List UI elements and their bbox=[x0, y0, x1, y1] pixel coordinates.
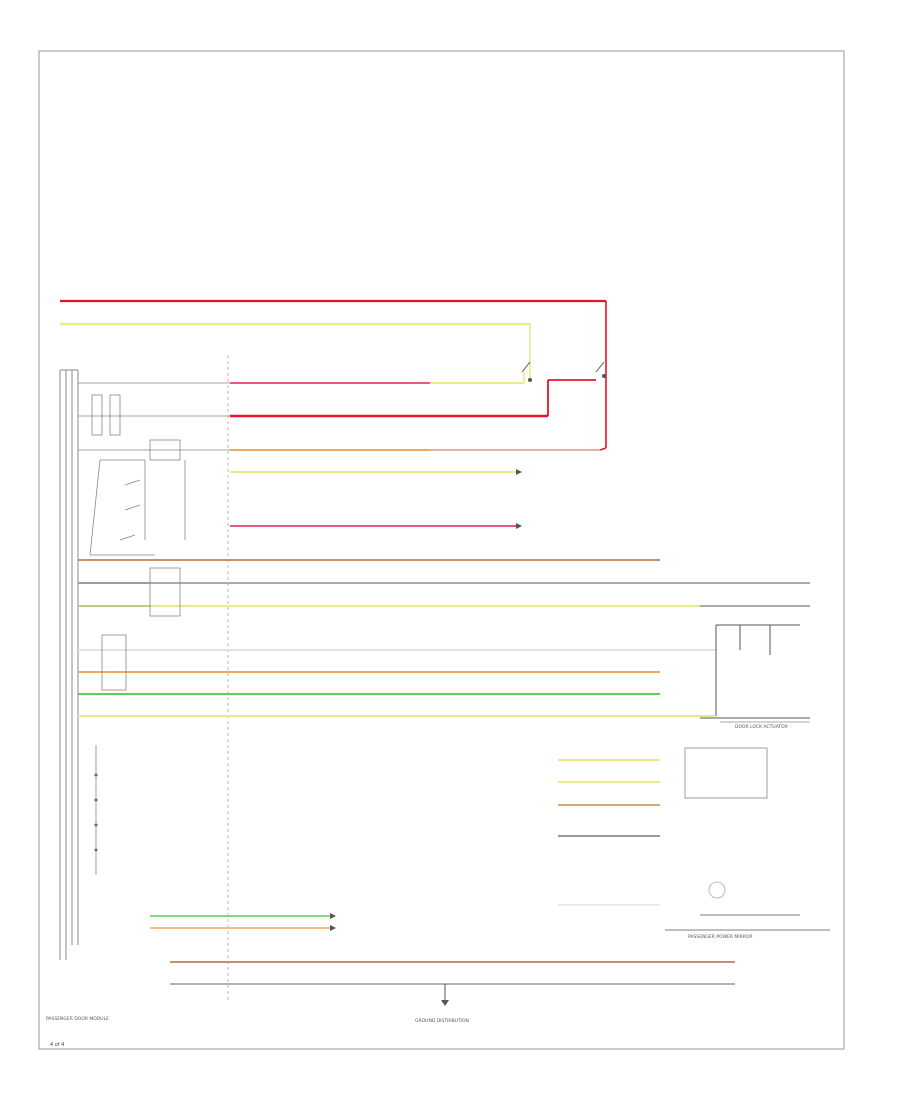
page-footer: 4 of 4 bbox=[50, 1042, 64, 1048]
sensor-wires bbox=[558, 747, 830, 931]
module-label: PASSENGER DOOR MODULE bbox=[46, 1016, 109, 1022]
ground-label: GROUND DISTRIBUTION bbox=[415, 1018, 469, 1024]
bottom-wires bbox=[150, 913, 735, 1006]
lock-actuator-label: DOOR LOCK ACTUATOR bbox=[735, 724, 788, 730]
indicator-column bbox=[94, 745, 98, 875]
mirror-wires bbox=[78, 559, 810, 607]
switch-symbols-top bbox=[521, 361, 606, 382]
wire-arrows bbox=[516, 469, 522, 529]
top-feed-wires bbox=[60, 299, 607, 448]
signal-wires-upper bbox=[230, 372, 607, 527]
diagram-frame bbox=[38, 50, 845, 1050]
module-internal-switches bbox=[78, 382, 230, 556]
mirror-switch-block bbox=[78, 567, 181, 617]
module-left-rails bbox=[59, 369, 79, 960]
lock-wires bbox=[78, 624, 810, 723]
mirror-label: PASSENGER POWER MIRROR bbox=[688, 934, 753, 940]
lock-switch-block bbox=[101, 634, 127, 691]
